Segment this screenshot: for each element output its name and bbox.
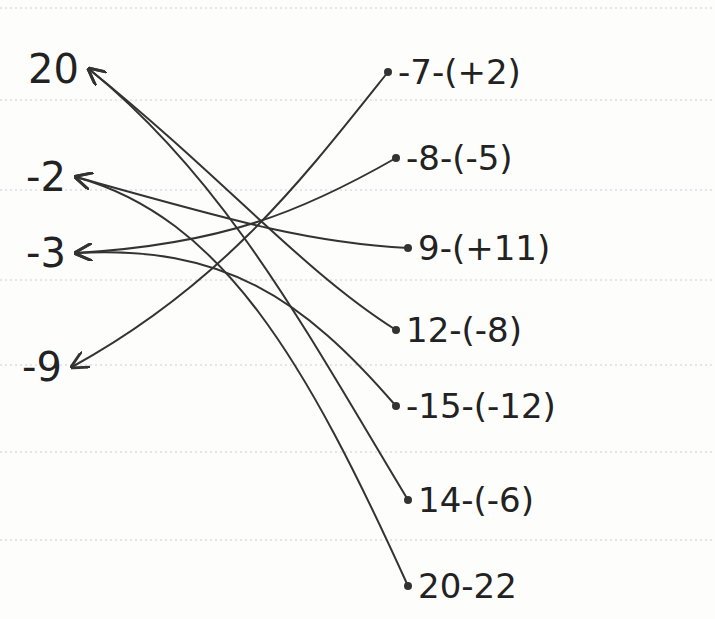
subtraction-expression: 20-22 xyxy=(418,566,517,606)
expression-node: -8-(-5) xyxy=(400,136,519,180)
expression-node: 9-(+11) xyxy=(412,226,556,270)
answer-number: -9 xyxy=(22,344,62,390)
end-dot xyxy=(392,154,400,162)
answer-node: -3 xyxy=(20,228,72,278)
answer-node: 20 xyxy=(22,44,85,94)
end-dot xyxy=(404,496,412,504)
end-dot xyxy=(384,68,392,76)
end-dot xyxy=(404,582,412,590)
expression-node: 14-(-6) xyxy=(412,478,540,522)
answer-node: -2 xyxy=(20,152,72,202)
answer-number: -3 xyxy=(26,230,66,276)
subtraction-expression: -8-(-5) xyxy=(406,138,513,178)
answer-number: -2 xyxy=(26,154,66,200)
expression-node: 12-(-8) xyxy=(400,308,528,352)
matching-arrow xyxy=(76,252,396,406)
end-dot xyxy=(392,326,400,334)
matching-arrow xyxy=(89,69,408,500)
subtraction-expression: 14-(-6) xyxy=(418,480,534,520)
matching-arrow xyxy=(76,158,396,253)
matching-arrow xyxy=(76,177,408,586)
subtraction-expression: -7-(+2) xyxy=(398,52,521,92)
answer-node: -9 xyxy=(16,342,68,392)
expression-node: -7-(+2) xyxy=(392,50,527,94)
end-dot xyxy=(392,402,400,410)
end-dot xyxy=(404,244,412,252)
subtraction-expression: 9-(+11) xyxy=(418,228,550,268)
answer-number: 20 xyxy=(28,46,79,92)
matching-arrow xyxy=(76,177,408,248)
subtraction-expression: 12-(-8) xyxy=(406,310,522,350)
expression-node: -15-(-12) xyxy=(400,384,562,428)
subtraction-expression: -15-(-12) xyxy=(406,386,556,426)
expression-node: 20-22 xyxy=(412,564,523,608)
